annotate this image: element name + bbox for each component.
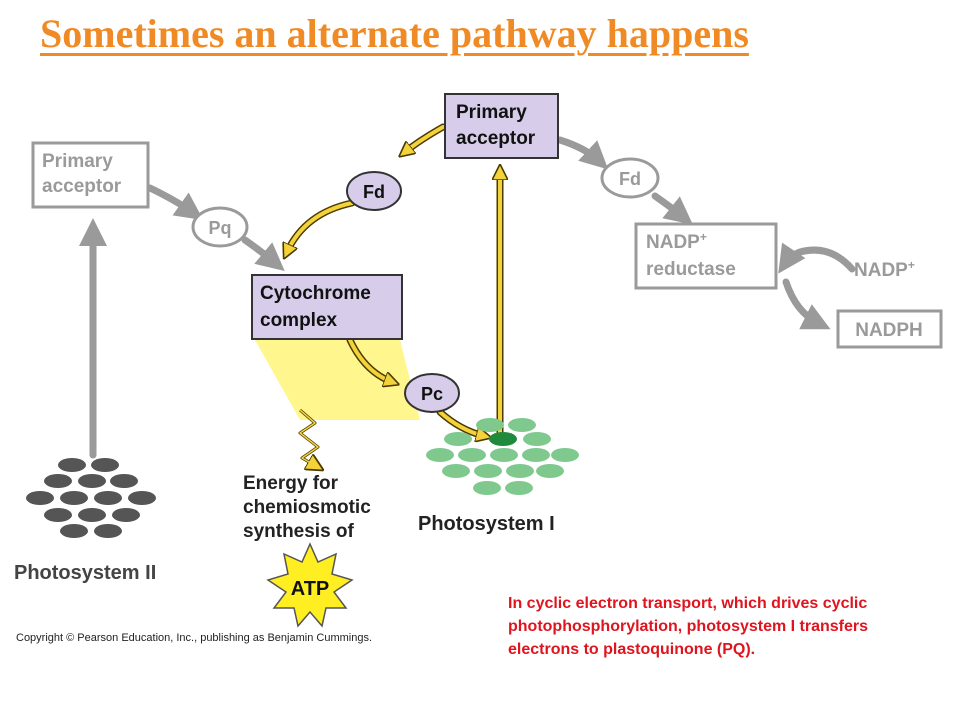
- svg-text:chemiosmotic: chemiosmotic: [243, 497, 371, 518]
- page-title: Sometimes an alternate pathway happens: [40, 11, 749, 56]
- nadp-plus-label: NADP+: [854, 258, 915, 281]
- svg-text:Fd: Fd: [363, 182, 385, 202]
- ps2-primary-acceptor-box: Primary acceptor: [31, 141, 150, 209]
- cytochrome-line-1: Cytochrome: [260, 283, 371, 304]
- linear-pathway-arrows: [79, 136, 856, 459]
- photosystem-i-reaction-center: [489, 432, 517, 446]
- svg-text:NADPH: NADPH: [855, 320, 923, 341]
- copyright-notice: Copyright © Pearson Education, Inc., pub…: [16, 632, 373, 644]
- fd-cyclic-carrier: Fd: [346, 171, 402, 211]
- ps1-acceptor-line-2: acceptor: [456, 128, 536, 149]
- pc-carrier: Pc: [404, 373, 460, 413]
- ps1-acceptor-line-1: Primary: [456, 102, 527, 123]
- nadph-box: NADPH: [836, 309, 943, 349]
- ps2-acceptor-line-2: acceptor: [42, 176, 122, 197]
- cytochrome-line-2: complex: [260, 310, 338, 331]
- svg-text:Fd: Fd: [619, 169, 641, 189]
- cyclic-pathway-arrows: [287, 123, 500, 436]
- nadp-reductase-line-1: NADP+: [646, 230, 707, 253]
- nadp-reductase-box: NADP+ reductase: [634, 222, 778, 290]
- photosystem-i-label: Photosystem I: [418, 513, 555, 535]
- svg-text:Pc: Pc: [421, 384, 443, 404]
- cytochrome-complex-box: Cytochrome complex: [251, 274, 403, 340]
- photosystem-ii-cluster: [26, 458, 156, 538]
- nadp-reductase-line-2: reductase: [646, 259, 736, 280]
- energy-label: Energy for chemiosmotic synthesis of: [243, 473, 371, 542]
- fd-linear-carrier: Fd: [600, 157, 660, 199]
- light-beam: [255, 340, 420, 420]
- ps1-primary-acceptor-box: Primary acceptor: [444, 93, 559, 159]
- pq-carrier: Pq: [191, 206, 249, 248]
- svg-text:ATP: ATP: [291, 578, 330, 600]
- photosystem-i-cluster: [426, 418, 579, 495]
- ps2-acceptor-line-1: Primary: [42, 151, 113, 172]
- svg-text:synthesis of: synthesis of: [243, 521, 355, 542]
- svg-text:Pq: Pq: [208, 218, 231, 238]
- atp-burst: ATP: [266, 542, 354, 628]
- svg-text:Energy for: Energy for: [243, 473, 339, 494]
- caption: In cyclic electron transport, which driv…: [508, 595, 869, 658]
- photosystem-ii-label: Photosystem II: [14, 562, 156, 584]
